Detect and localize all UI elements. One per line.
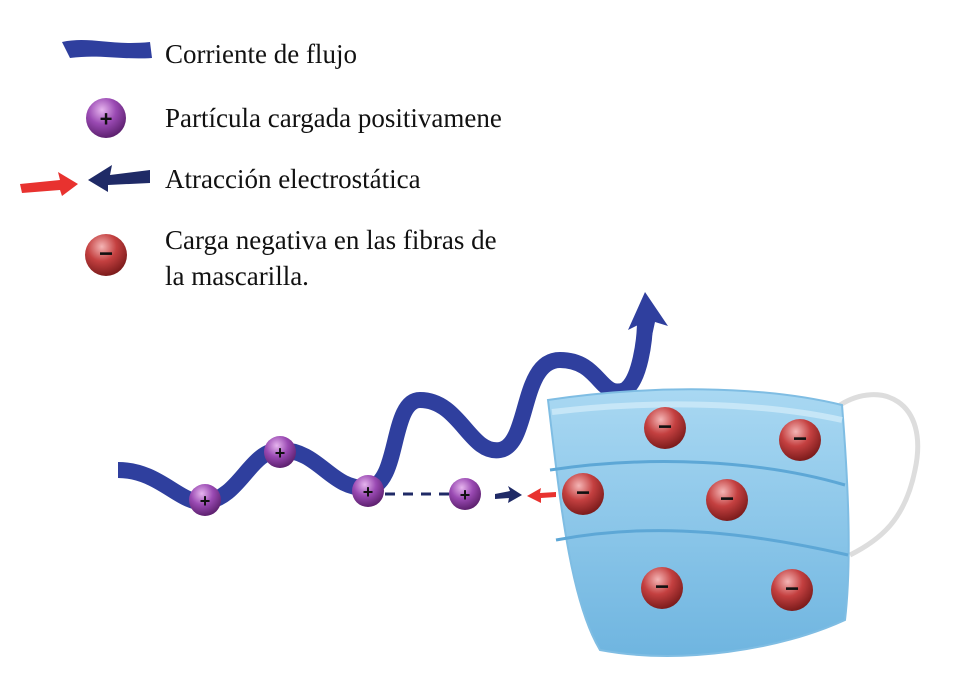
legend-particle-label: Partícula cargada positivamene [165,103,502,133]
svg-text:−: − [658,414,672,441]
negative-charge: − [644,407,686,449]
legend-flow-label: Corriente de flujo [165,39,357,69]
attraction-legend-icon [20,165,150,196]
svg-text:−: − [655,574,669,601]
particle-legend-icon: + [86,98,126,138]
svg-text:−: − [720,486,734,513]
svg-text:+: + [363,482,374,502]
svg-text:+: + [460,485,471,505]
negative-charge: − [779,419,821,461]
positive-particle: + [449,478,481,510]
positive-particle: + [189,484,221,516]
flow-legend-icon [62,40,152,59]
svg-text:−: − [576,480,590,507]
flow-stream [117,319,653,511]
svg-text:+: + [275,443,286,463]
legend-attraction-label: Atracción electrostática [165,164,421,194]
svg-text:+: + [200,491,211,511]
svg-text:−: − [99,241,113,268]
negative-charge: − [562,473,604,515]
negative-charge-legend-icon: − [85,234,127,276]
legend-negative-label-line1: Carga negativa en las fibras de [165,225,497,255]
flow-arrow-head [628,292,668,345]
navy-attraction-arrow [495,486,522,503]
red-attraction-arrow [527,488,556,503]
positive-particle: + [264,436,296,468]
negative-charge: − [641,567,683,609]
negative-charge: − [771,569,813,611]
svg-text:+: + [100,107,113,132]
negative-charge: − [706,479,748,521]
positive-particle: + [352,475,384,507]
face-mask [546,388,921,657]
legend-negative-label-line2: la mascarilla. [165,261,309,291]
svg-text:−: − [785,576,799,603]
svg-text:−: − [793,426,807,453]
